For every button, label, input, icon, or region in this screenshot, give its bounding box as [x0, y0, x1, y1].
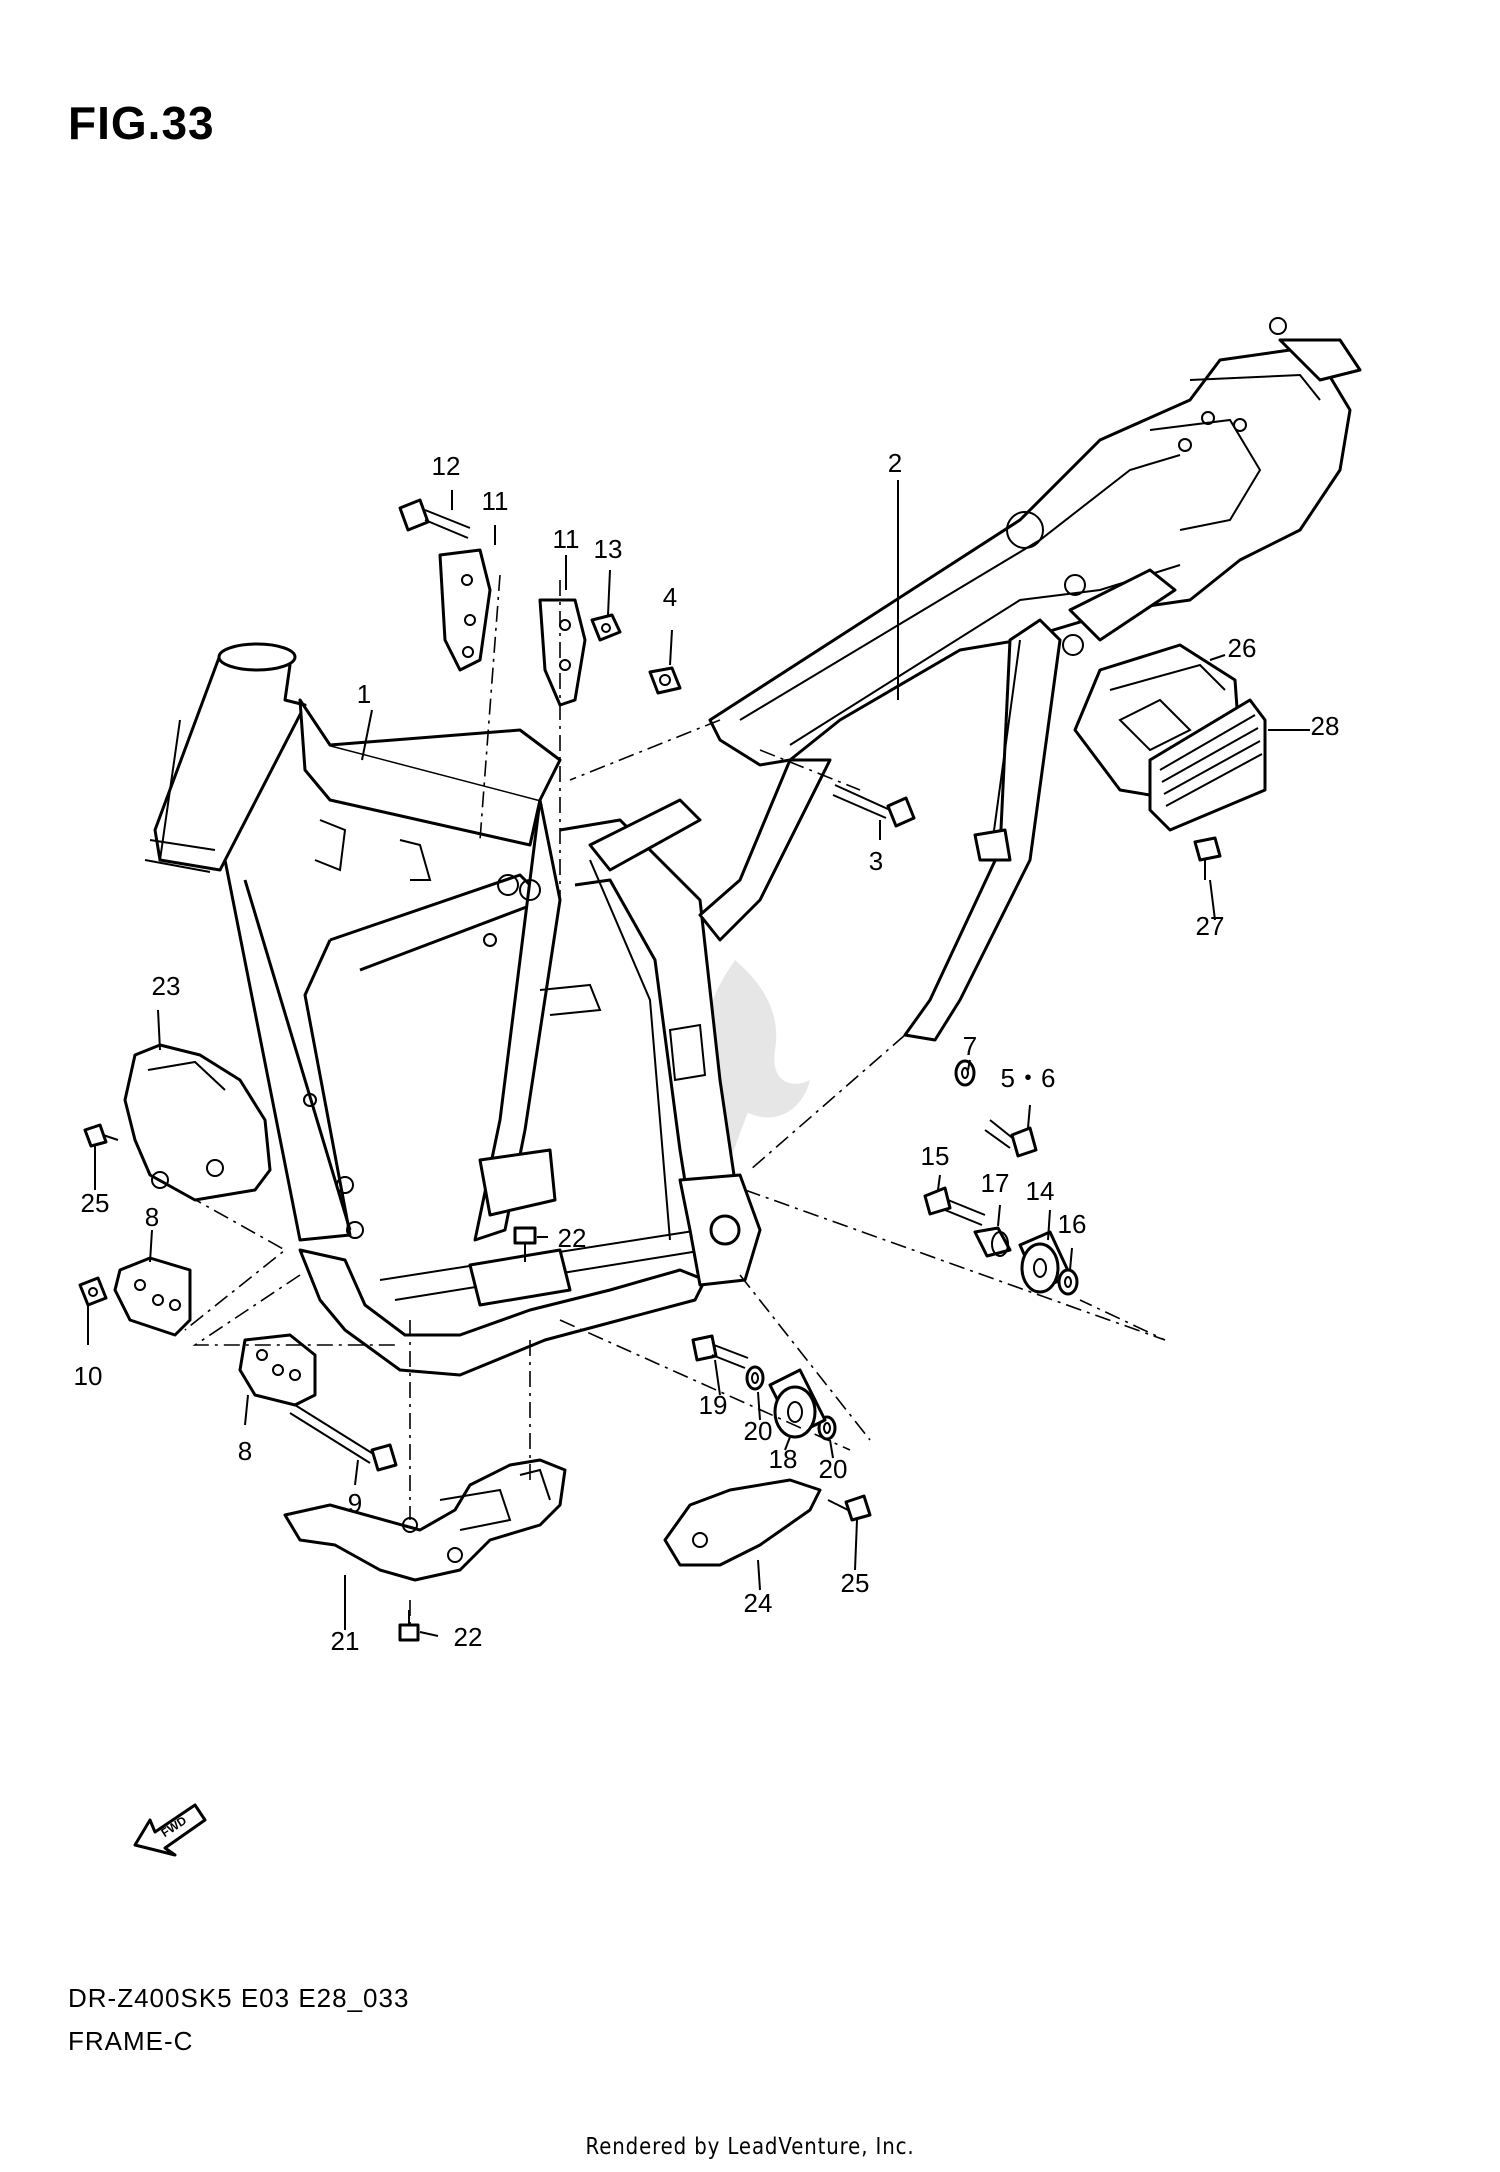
nut-4[interactable] — [648, 666, 682, 695]
engine-mount-bracket-left[interactable] — [438, 548, 492, 672]
model-code: DR-Z400SK5 E03 E28_033 — [68, 1983, 410, 2013]
callout-21: 21 — [331, 1626, 360, 1656]
bolt-19[interactable] — [691, 1334, 749, 1369]
callout-8-lower: 8 — [238, 1436, 252, 1466]
callout-18: 18 — [769, 1444, 798, 1474]
callout-4: 4 — [663, 582, 677, 612]
callout-2: 2 — [888, 448, 902, 478]
footer-credit: Rendered by LeadVenture, Inc. — [585, 2134, 915, 2160]
callout-28: 28 — [1311, 711, 1340, 741]
callout-22-upper: 22 — [558, 1223, 587, 1253]
battery-cover[interactable] — [1148, 698, 1267, 832]
leader-lines — [87, 480, 1310, 1637]
bolt-25-right[interactable] — [827, 1494, 872, 1522]
engine-mount-plate-8-upper[interactable] — [113, 1256, 192, 1337]
bolt-27[interactable] — [1193, 836, 1222, 880]
frame-cover-23[interactable] — [123, 1043, 272, 1202]
washer-16[interactable] — [1057, 1268, 1079, 1296]
bolt-5-6[interactable] — [984, 1119, 1038, 1158]
fwd-arrow-icon: FWD — [133, 1803, 207, 1857]
callout-16: 16 — [1058, 1209, 1087, 1239]
callout-3: 3 — [869, 846, 883, 876]
collar-17[interactable] — [973, 1226, 1012, 1258]
callout-11-left: 11 — [482, 486, 509, 516]
callout-24: 24 — [744, 1588, 773, 1618]
bolt-12[interactable] — [398, 498, 471, 539]
callout-12: 12 — [432, 451, 461, 481]
frame-cover-24[interactable] — [663, 1478, 822, 1567]
callout-13: 13 — [594, 534, 623, 564]
rear-sub-frame[interactable] — [588, 317, 1362, 1042]
assembly-guide-lines — [159, 574, 1166, 1625]
callout-14: 14 — [1026, 1176, 1055, 1206]
callout-labels: 1 2 3 4 5・6 7 8 8 9 10 11 11 12 13 14 15… — [74, 448, 1340, 1656]
callout-11-right: 11 — [553, 524, 580, 554]
callout-9: 9 — [348, 1488, 362, 1518]
callout-5-6: 5・6 — [1001, 1063, 1056, 1093]
callout-26: 26 — [1228, 633, 1257, 663]
skid-plate-21[interactable] — [283, 1458, 567, 1582]
callout-19: 19 — [699, 1390, 728, 1420]
nut-13[interactable] — [590, 613, 622, 642]
bolt-22-upper[interactable] — [513, 1226, 537, 1262]
bolt-25-left[interactable] — [83, 1123, 119, 1148]
callout-1: 1 — [357, 679, 371, 709]
callout-8-upper: 8 — [145, 1202, 159, 1232]
callout-27: 27 — [1196, 911, 1225, 941]
callout-7: 7 — [963, 1031, 977, 1061]
callout-22-lower: 22 — [454, 1622, 483, 1652]
bushing-18[interactable] — [768, 1368, 827, 1439]
callout-20-right: 20 — [819, 1454, 848, 1484]
bolt-15[interactable] — [923, 1186, 986, 1226]
bushing-14[interactable] — [1018, 1230, 1072, 1294]
callout-10: 10 — [74, 1361, 103, 1391]
bolt-22-lower[interactable] — [398, 1610, 420, 1642]
callout-17: 17 — [981, 1168, 1010, 1198]
callout-20-left: 20 — [744, 1416, 773, 1446]
bolt-3[interactable] — [832, 784, 916, 828]
callout-25-right: 25 — [841, 1568, 870, 1598]
figure-title: FIG.33 — [68, 97, 215, 149]
bolt-9[interactable] — [289, 1404, 398, 1472]
washer-7[interactable] — [954, 1059, 976, 1087]
assembly-name: FRAME-C — [68, 2026, 194, 2056]
callout-23: 23 — [152, 971, 181, 1001]
engine-mount-bracket-right[interactable] — [538, 598, 587, 707]
callout-15: 15 — [921, 1141, 950, 1171]
nut-10[interactable] — [78, 1276, 108, 1307]
main-frame[interactable] — [144, 642, 762, 1377]
callout-25-left: 25 — [81, 1188, 110, 1218]
washer-20-left[interactable] — [745, 1365, 765, 1391]
engine-mount-plate-8-lower[interactable] — [238, 1333, 317, 1407]
